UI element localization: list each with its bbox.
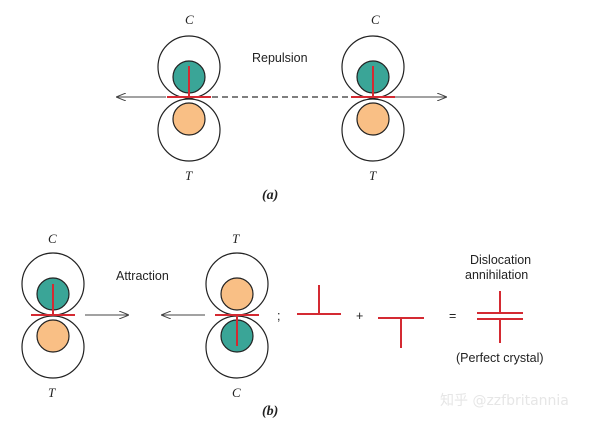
result-line-2: annihilation [465,268,528,282]
tension-atom [172,102,206,136]
tension-atom [356,102,390,136]
tension-atom [220,277,254,311]
part-a-left-top-label: C [185,12,194,27]
part-b-left-bottom-label: T [48,385,56,400]
part-a-left-bottom-label: T [185,168,193,183]
negative-edge-dislocation-symbol [378,317,424,348]
tension-atom [36,319,70,353]
part-b-left-dislocation-symbol [31,284,75,316]
dislocation-annihilation-symbol [477,291,523,343]
part-a: C C Repulsion T T [117,12,446,203]
part-a-right-top-label: C [371,12,380,27]
part-a-left-dislocation [157,35,221,162]
part-b-right-bottom-label: C [232,385,241,400]
part-a-right-dislocation-symbol [351,66,395,98]
positive-edge-dislocation-symbol [297,285,341,315]
result-line-1: Dislocation [470,253,531,267]
equals-sign: = [449,309,456,323]
part-b-right-top-label: T [232,231,240,246]
part-a-left-dislocation-symbol [167,66,211,98]
part-b: C T Attraction ; [21,231,544,419]
part-b-left-top-label: C [48,231,57,246]
part-a-right-bottom-label: T [369,168,377,183]
part-b-label: (b) [262,404,278,419]
part-b-right-dislocation [205,252,269,379]
perfect-crystal-note: (Perfect crystal) [456,351,544,365]
part-b-right-dislocation-symbol [215,314,259,346]
watermark: 知乎 @zzfbritannia [440,392,569,409]
repulsion-label: Repulsion [252,51,308,65]
attraction-label: Attraction [116,269,169,283]
separator: ; [277,309,280,323]
part-a-label: (a) [262,188,278,203]
plus-sign: + [356,309,363,323]
part-a-right-dislocation [341,35,405,162]
